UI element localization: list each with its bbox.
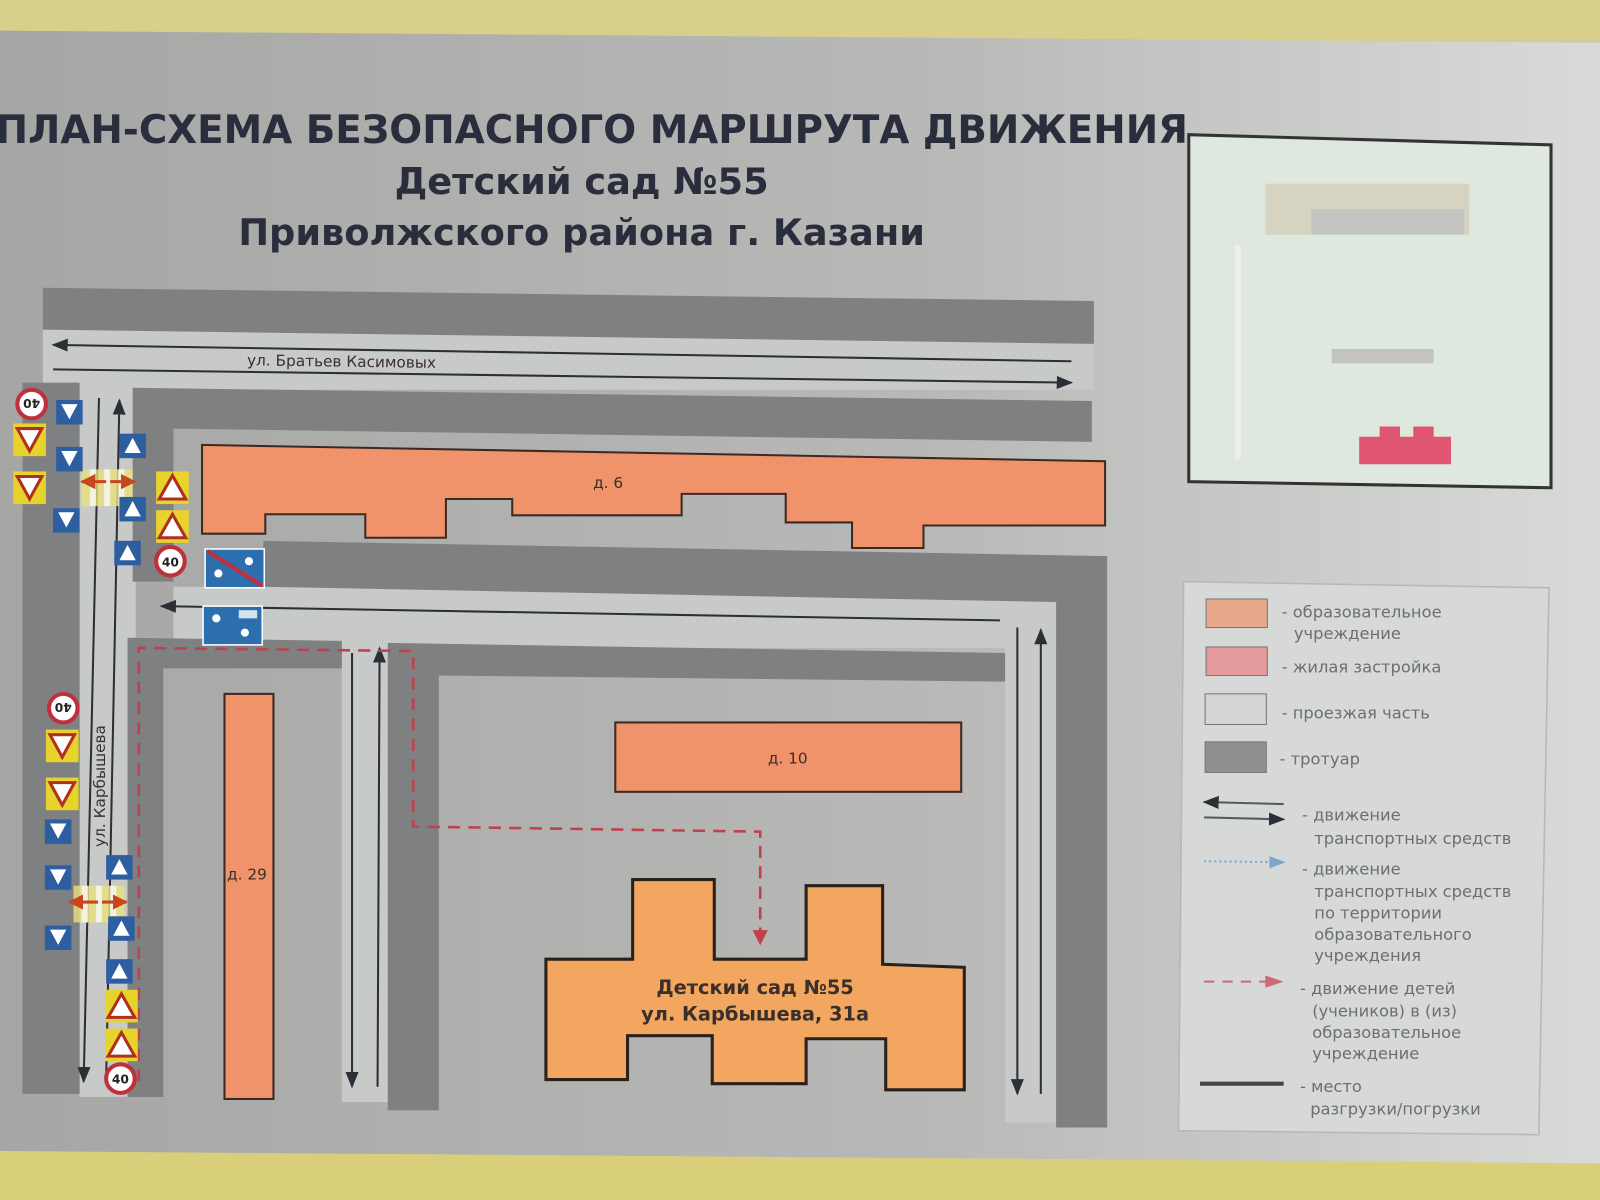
sidewalk-left-inner bbox=[127, 637, 342, 1097]
children-warning-sign bbox=[45, 729, 79, 763]
kindergarten-address: ул. Карбышева, 31а bbox=[641, 1002, 869, 1025]
legend-label: 40 bbox=[112, 1073, 129, 1087]
crosswalk-bottom bbox=[67, 885, 129, 923]
building-d29-label: д. 29 bbox=[227, 866, 267, 884]
pedestrian-crossing-sign bbox=[44, 925, 72, 950]
uneven-road-sign bbox=[105, 989, 138, 1023]
street-label-left: ул. Карбышева bbox=[91, 725, 109, 847]
title-line-3: Приволжского района г. Казани bbox=[238, 211, 925, 254]
traffic-arrow bbox=[159, 599, 1001, 622]
kindergarten-building bbox=[544, 878, 966, 1092]
children-warning-sign bbox=[156, 510, 189, 543]
building-d29 bbox=[223, 692, 275, 1100]
traffic-arrow bbox=[51, 338, 1072, 363]
legend-label: - место bbox=[1300, 1077, 1362, 1096]
pedestrian-crossing-sign bbox=[106, 959, 133, 984]
building-d6-label: д. 6 bbox=[593, 474, 623, 492]
legend-label: 40 bbox=[23, 396, 40, 410]
residential-zone-sign bbox=[202, 605, 264, 646]
speed-limit-sign: 40 bbox=[104, 1062, 137, 1095]
legend-label: по территории bbox=[1314, 903, 1442, 922]
children-warning-sign bbox=[13, 423, 46, 457]
pedestrian-crossing-sign bbox=[106, 855, 133, 880]
speed-limit-sign: 40 bbox=[46, 691, 80, 725]
pedestrian-crossing-sign bbox=[114, 540, 141, 566]
legend-label: образовательного bbox=[1314, 925, 1471, 944]
pedestrian-crossing-sign bbox=[44, 865, 72, 890]
pedestrian-crossing-sign bbox=[108, 916, 135, 941]
sidewalk-second bbox=[132, 387, 1092, 582]
legend-swatch-residential bbox=[1205, 646, 1268, 677]
legend-label: - движение bbox=[1302, 805, 1401, 824]
legend-label: транспортных средств bbox=[1314, 829, 1511, 848]
residential-zone-end-sign bbox=[204, 548, 266, 589]
children-route bbox=[137, 646, 768, 1082]
legend: - образовательное учреждение - жилая зас… bbox=[1177, 580, 1550, 1136]
legend-label: - проезжая часть bbox=[1282, 703, 1430, 722]
legend-label: разгрузки/погрузки bbox=[1310, 1099, 1481, 1118]
traffic-arrow bbox=[53, 368, 1074, 389]
title-line-2: Детский сад №55 bbox=[395, 160, 769, 203]
pedestrian-crossing-sign bbox=[56, 400, 83, 425]
legend-label: - жилая застройка bbox=[1282, 657, 1442, 676]
legend-swatch-roadway bbox=[1204, 693, 1267, 726]
legend-label: - образовательное bbox=[1282, 602, 1442, 621]
uneven-road-sign bbox=[45, 777, 79, 811]
legend-label: - движение bbox=[1302, 859, 1401, 878]
uneven-road-sign bbox=[156, 471, 189, 505]
pedestrian-crossing-sign bbox=[53, 508, 80, 533]
sidewalk-inner-top bbox=[263, 540, 1108, 1128]
uneven-road-sign bbox=[13, 471, 46, 505]
traffic-arrow bbox=[77, 397, 100, 1084]
pedestrian-crossing-sign bbox=[44, 819, 72, 844]
building-d10 bbox=[614, 721, 963, 793]
legend-label: (учеников) в (из) bbox=[1312, 1001, 1457, 1020]
building-d10-label: д. 10 bbox=[768, 749, 808, 767]
pedestrian-crossing-sign bbox=[56, 446, 83, 472]
building-d6 bbox=[201, 443, 1107, 549]
pedestrian-crossing-sign bbox=[119, 433, 146, 459]
legend-swatch-education bbox=[1205, 598, 1268, 629]
legend-label: учреждение bbox=[1294, 624, 1401, 643]
traffic-arrow bbox=[372, 646, 387, 1087]
location-inset-map bbox=[1187, 133, 1553, 490]
pedestrian-crossing-sign bbox=[119, 496, 146, 522]
speed-limit-sign: 40 bbox=[15, 387, 48, 421]
road-middle bbox=[341, 642, 393, 1103]
legend-label: учреждения bbox=[1314, 946, 1421, 965]
legend-label: образовательное bbox=[1312, 1023, 1461, 1042]
legend-label: транспортных средств bbox=[1314, 882, 1511, 901]
speed-limit-sign: 40 bbox=[154, 544, 187, 578]
legend-label: - тротуар bbox=[1280, 749, 1360, 768]
road-right bbox=[1005, 612, 1057, 1123]
street-label-top: ул. Братьев Касимовых bbox=[247, 351, 436, 372]
sidewalk-top bbox=[42, 287, 1094, 344]
kindergarten-name: Детский сад №55 bbox=[656, 976, 853, 999]
legend-label: учреждение bbox=[1312, 1044, 1419, 1063]
children-warning-sign bbox=[105, 1028, 138, 1062]
legend-label: 40 bbox=[55, 700, 72, 714]
title-line-1: ПЛАН-СХЕМА БЕЗОПАСНОГО МАРШРУТА ДВИЖЕНИЯ bbox=[0, 108, 1188, 153]
legend-swatch-sidewalk bbox=[1204, 741, 1267, 773]
legend-label: - движение детей bbox=[1300, 979, 1455, 998]
legend-label: 40 bbox=[162, 555, 179, 569]
